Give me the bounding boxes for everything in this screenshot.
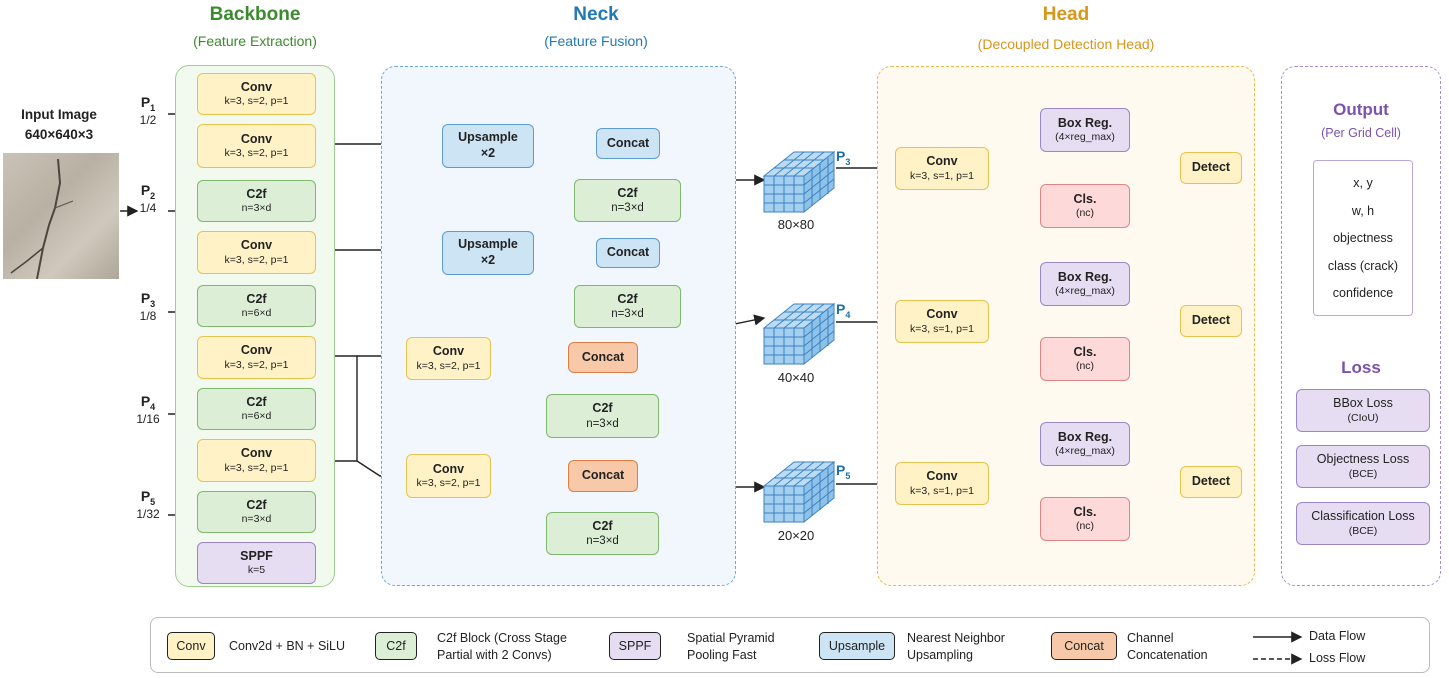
crack-icon: [10, 158, 74, 280]
neck-title: Neck: [573, 4, 619, 25]
neck-concat-1: Concat: [596, 128, 660, 159]
neck-subtitle: (Feature Fusion): [544, 33, 648, 49]
pyramid-label-p4: P4 1/16: [136, 393, 160, 426]
pyramid-label-p1: P1 1/2: [139, 94, 157, 127]
legend-chip-c2f: C2f: [375, 632, 417, 660]
head-detect-p4: Detect: [1180, 305, 1242, 337]
neck-concat-4: Concat: [568, 460, 638, 492]
loss-title: Loss: [1341, 358, 1381, 377]
feature-size-80: 80×80: [777, 217, 815, 232]
neck-concat-2: Concat: [596, 238, 660, 268]
feature-size-40: 40×40: [777, 370, 815, 385]
legend-loss-flow-icon: [1253, 653, 1303, 665]
pyramid-label-p3: P3 1/8: [139, 290, 157, 323]
head-input-p3: P3: [836, 148, 851, 167]
head-title: Head: [1042, 4, 1090, 25]
head-box-reg-p5: Box Reg.(4×reg_max): [1040, 422, 1130, 466]
legend-chip-concat: Concat: [1051, 632, 1117, 660]
backbone-subtitle: (Feature Extraction): [193, 33, 317, 49]
legend-loss-flow-label: Loss Flow: [1309, 651, 1366, 665]
legend-data-flow-icon: [1253, 631, 1303, 643]
bbox-loss: BBox Loss(CIoU): [1296, 389, 1430, 432]
output-subtitle: (Per Grid Cell): [1321, 126, 1401, 140]
head-cls-p5: Cls.(nc): [1040, 497, 1130, 541]
head-cls-p4: Cls.(nc): [1040, 337, 1130, 381]
head-cls-p3: Cls.(nc): [1040, 184, 1130, 228]
neck-panel: [381, 66, 736, 586]
feature-map-20-icon: [762, 460, 836, 524]
legend-chip-sppf: SPPF: [609, 632, 661, 660]
backbone-title: Backbone: [209, 4, 301, 25]
head-box-reg-p3: Box Reg.(4×reg_max): [1040, 108, 1130, 152]
output-item-xy: x, y: [1353, 176, 1373, 190]
legend-chip-conv: Conv: [167, 632, 215, 660]
head-subtitle: (Decoupled Detection Head): [977, 36, 1155, 52]
classification-loss: Classification Loss(BCE): [1296, 502, 1430, 545]
head-detect-p3: Detect: [1180, 152, 1242, 184]
output-item-wh: w, h: [1351, 204, 1375, 218]
input-size: 640×640×3: [24, 127, 94, 142]
legend-text-conv: Conv2d + BN + SiLU: [229, 639, 346, 653]
output-title: Output: [1333, 100, 1389, 119]
neck-upsample-1: Upsample×2: [442, 124, 534, 168]
pyramid-label-p5: P5 1/32: [136, 488, 160, 521]
output-panel: [1281, 66, 1441, 586]
neck-concat-3: Concat: [568, 342, 638, 373]
legend-data-flow-label: Data Flow: [1309, 629, 1366, 643]
neck-upsample-2: Upsample×2: [442, 231, 534, 275]
feature-map-40-icon: [762, 302, 836, 366]
legend: Conv Conv2d + BN + SiLU C2f C2f Block (C…: [150, 617, 1430, 673]
head-detect-p5: Detect: [1180, 466, 1242, 498]
output-item-objectness: objectness: [1333, 231, 1393, 245]
feature-size-20: 20×20: [777, 528, 815, 543]
input-title: Input Image: [21, 107, 97, 122]
pyramid-label-p2: P2 1/4: [139, 182, 157, 215]
objectness-loss: Objectness Loss(BCE): [1296, 445, 1430, 488]
output-item-class: class (crack): [1327, 259, 1399, 273]
output-item-confidence: confidence: [1332, 286, 1394, 300]
output-items-box: [1313, 160, 1413, 316]
feature-map-80-icon: [762, 150, 836, 214]
head-input-p5: P5: [836, 462, 851, 481]
input-image: [3, 153, 119, 280]
head-input-p4: P4: [836, 301, 851, 320]
legend-chip-upsample: Upsample: [819, 632, 895, 660]
head-box-reg-p4: Box Reg.(4×reg_max): [1040, 262, 1130, 306]
